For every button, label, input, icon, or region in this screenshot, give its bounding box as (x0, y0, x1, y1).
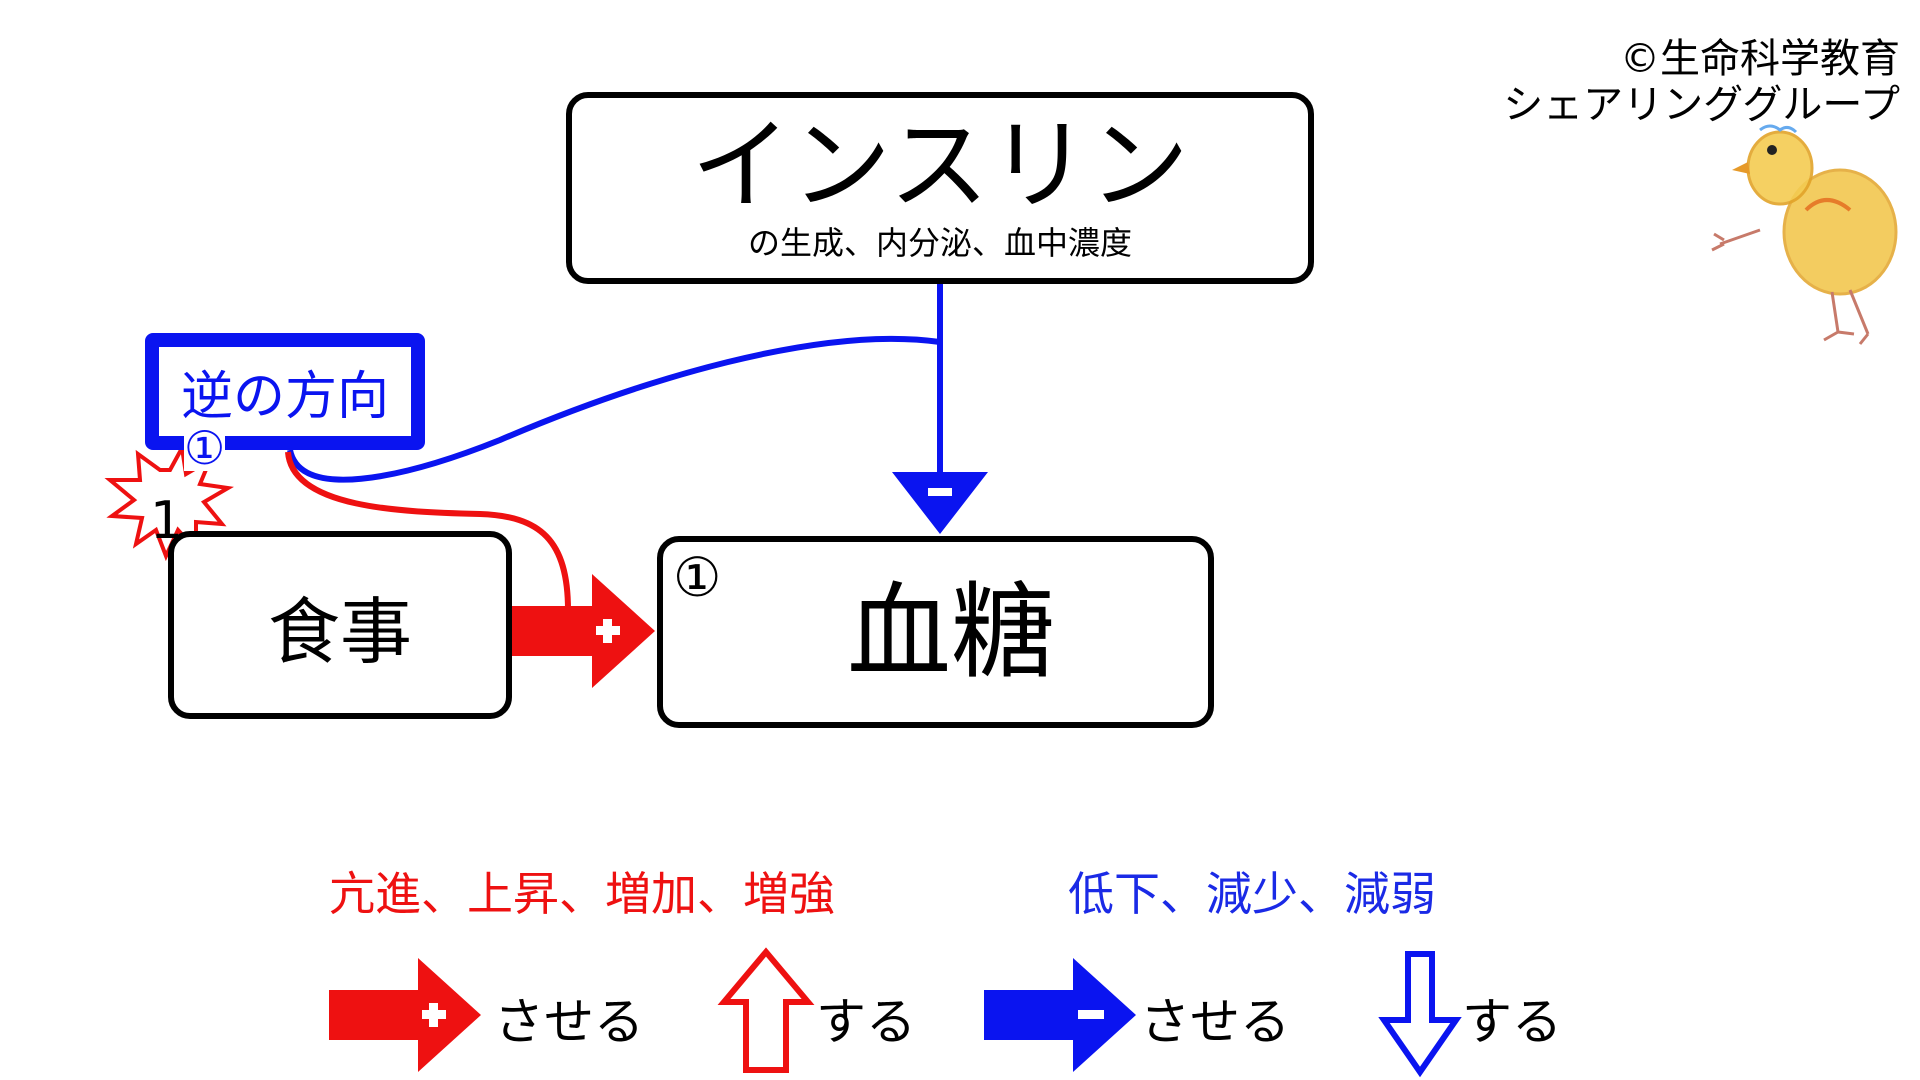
copyright-line-2: シェアリンググループ (1503, 82, 1900, 128)
chick-wing (1804, 198, 1852, 212)
chick-arm (1711, 228, 1761, 252)
insulin-title: インスリン (691, 107, 1189, 224)
red-plus-arrow (512, 574, 655, 688)
sugar-circled-number: ① (673, 546, 722, 609)
blue-minus-arrowhead (892, 472, 988, 534)
insulin-box: インスリン (566, 92, 1314, 284)
chick-beak (1732, 162, 1750, 174)
copyright-notice: ©生命科学教育 シェアリンググループ (1503, 36, 1900, 128)
plus-sign-v (603, 619, 612, 643)
legend-minus-sign (1078, 1010, 1104, 1019)
insulin-subtitle: の生成、内分泌、血中濃度 (747, 224, 1132, 262)
chick-body (1782, 168, 1898, 296)
chick-sweat-mark (1759, 124, 1798, 134)
meal-box: 食事 (168, 531, 512, 719)
meal-label: 食事 (267, 589, 412, 674)
chick-legs (1823, 289, 1870, 345)
legend-red-up-arrow (717, 947, 815, 1073)
reverse-to-meal-curve (285, 451, 571, 611)
legend-increase-words: 亢進、上昇、増加、増強 (329, 867, 835, 921)
chick-illustration (1711, 124, 1898, 345)
chick-head (1746, 130, 1814, 206)
reverse-direction-label: 逆の方向 (180, 367, 389, 427)
legend-cause-label-2: させる (1140, 993, 1290, 1051)
legend-decrease-words: 低下、減少、減弱 (1068, 867, 1436, 921)
copyright-line-1: ©生命科学教育 (1620, 36, 1900, 82)
legend-red-plus-arrow (329, 958, 481, 1072)
reverse-circled-number: ① (184, 421, 226, 475)
legend-blue-down-arrow (1378, 951, 1462, 1078)
insulin-to-reverse-curve (287, 335, 941, 483)
minus-sign (928, 488, 952, 496)
legend-plus-v (429, 1003, 438, 1027)
legend-blue-minus-arrow (984, 958, 1136, 1072)
chick-eye (1767, 145, 1777, 155)
legend-do-label-1: する (816, 993, 916, 1051)
legend-cause-label-1: させる (494, 993, 644, 1051)
burst-number: 1 (150, 491, 184, 551)
blood-sugar-box: ① 血糖 (657, 536, 1214, 728)
legend-do-label-2: する (1462, 993, 1562, 1051)
blood-sugar-label: 血糖 (847, 571, 1056, 693)
